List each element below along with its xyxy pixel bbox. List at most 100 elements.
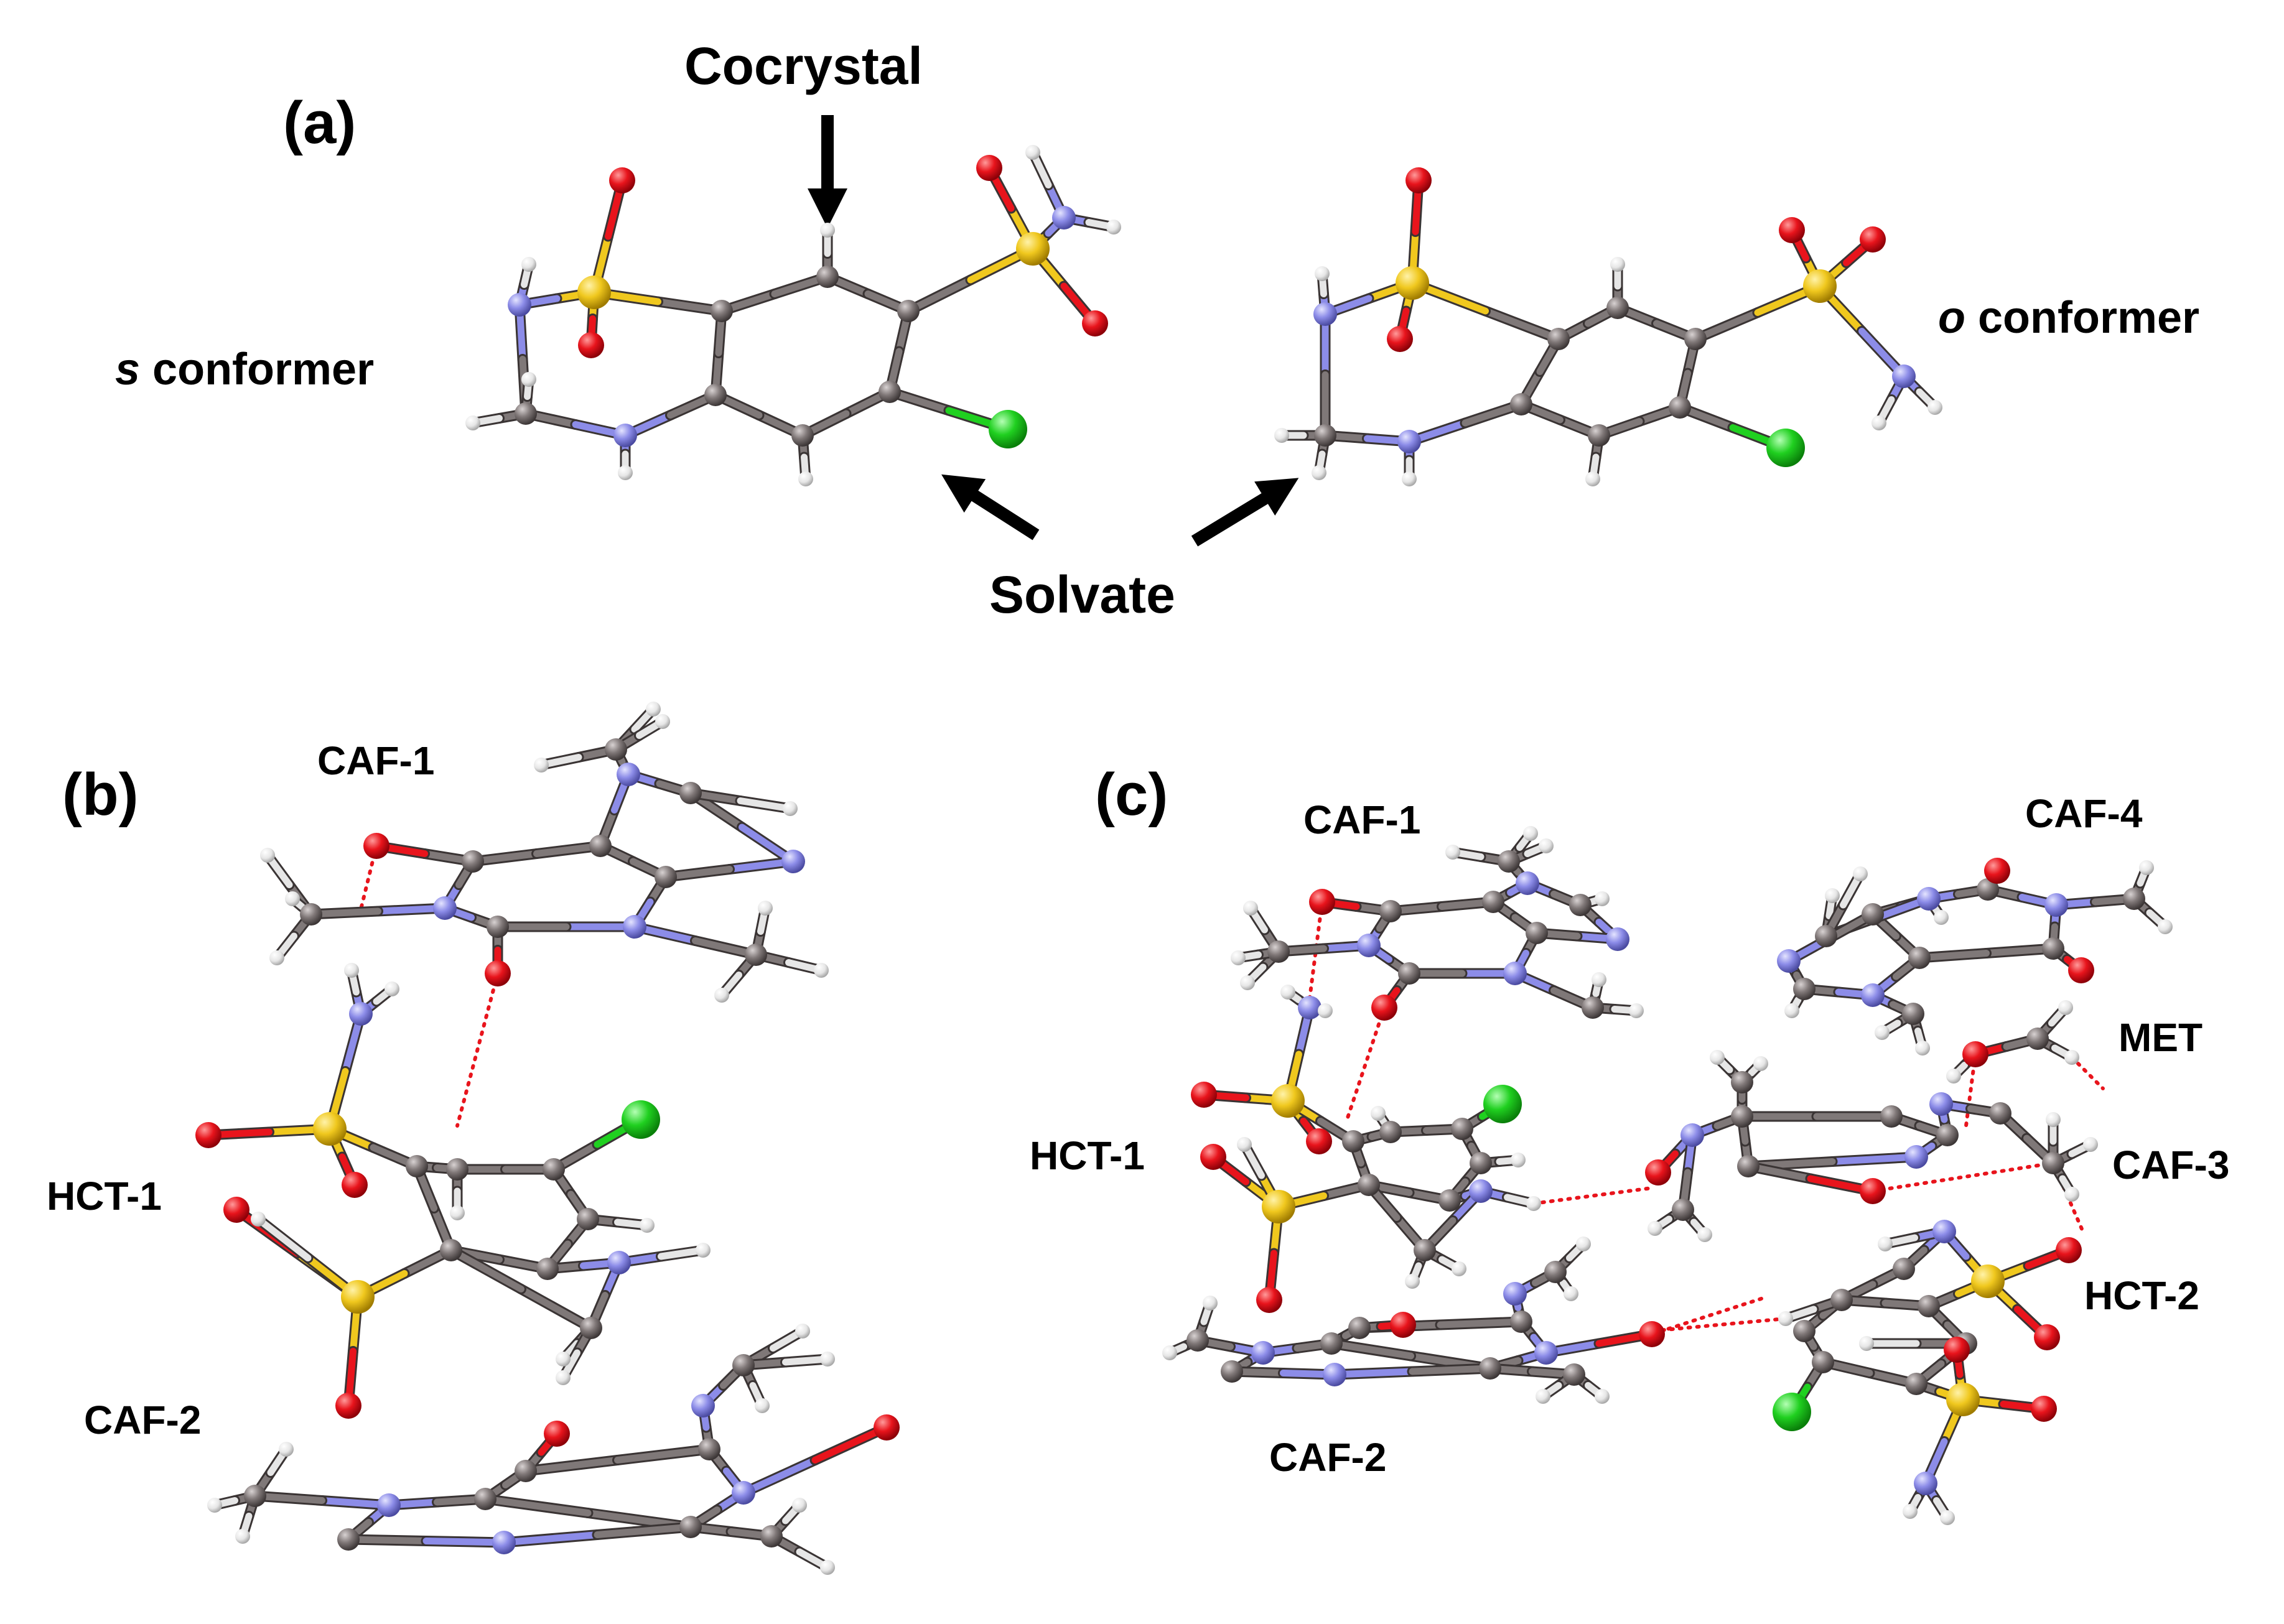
hydrogen-atom (1648, 1221, 1662, 1236)
nitrogen-atom (613, 424, 637, 447)
hydrogen-atom (1595, 891, 1610, 906)
oxygen-atom (335, 1393, 361, 1419)
hydrogen-atom (1280, 985, 1295, 1000)
hydrogen-atom (1445, 845, 1460, 860)
carbon-atom (1812, 1351, 1834, 1373)
hydrogen-atom (1564, 1286, 1578, 1301)
panel-label-b: (b) (62, 761, 139, 828)
bond (522, 1457, 621, 1475)
bond (1482, 307, 1562, 343)
nitrogen-atom (1251, 1341, 1275, 1365)
solvate-arrow-left (941, 474, 1040, 541)
oxygen-atom (1191, 1082, 1217, 1108)
nitrogen-atom (1052, 206, 1076, 230)
hydrogen-atom (1203, 1296, 1218, 1311)
hydrogen-atom (1452, 1261, 1466, 1276)
hydrogen-atom (1025, 145, 1040, 160)
nitrogen-atom (1503, 1282, 1527, 1306)
chlorine-atom (1766, 429, 1805, 467)
bond (1692, 309, 1761, 343)
hydrogen-atom (2083, 1137, 2098, 1152)
hydrogen-atom (2064, 1187, 2079, 1202)
hydrogen-atom (2139, 860, 2154, 875)
carbon-atom (698, 1438, 720, 1460)
hydrogen-atom (1274, 428, 1289, 443)
hydrogen-atom (556, 1370, 571, 1385)
hydrogen-atom (1610, 257, 1625, 272)
c-met-molecule (1946, 1000, 2105, 1128)
hydrogen-atom (285, 891, 300, 906)
carbon-atom (462, 850, 484, 873)
c-label-caf3: CAF-3 (2112, 1143, 2229, 1187)
carbon-atom (879, 381, 901, 403)
carbon-atom (446, 1158, 468, 1181)
carbon-atom (704, 384, 727, 406)
carbon-atom (577, 1208, 599, 1230)
hydrogen-atom (814, 963, 829, 978)
carbon-atom (1977, 878, 1999, 901)
nitrogen-atom (1397, 430, 1421, 453)
panel-label-a: (a) (283, 90, 356, 156)
hydrogen-atom (1312, 465, 1326, 480)
o-conformer-molecule (1274, 167, 1942, 486)
oxygen-atom (1645, 1159, 1671, 1186)
carbon-atom (1830, 1289, 1853, 1311)
nitrogen-atom (1680, 1123, 1704, 1147)
hydrogen-atom (1106, 220, 1121, 234)
hydrogen-atom (1240, 975, 1255, 990)
hydrogen-atom (1592, 972, 1606, 987)
bond (1409, 1365, 1494, 1375)
oxygen-atom (1984, 858, 2010, 884)
carbon-atom (589, 835, 612, 857)
bond (737, 797, 794, 812)
oxygen-atom (874, 1414, 900, 1441)
sulfur-atom (1016, 232, 1050, 266)
oxygen-atom (1387, 326, 1413, 352)
sulfur-atom (1971, 1264, 2005, 1298)
c-hct2-molecule (1650, 1220, 2082, 1525)
hydrogen-atom (798, 471, 813, 486)
hydrogen-atom (521, 372, 536, 387)
hydrogen-bond (1650, 1295, 1769, 1336)
nitrogen-atom (1904, 1145, 1928, 1169)
hydrogen-atom (792, 1498, 807, 1513)
c-label-caf4: CAF-4 (2025, 791, 2143, 836)
hydrogen-bond (1532, 1186, 1654, 1205)
nitrogen-atom (691, 1394, 715, 1418)
nitrogen-atom (1469, 1179, 1493, 1203)
cocrystal-label: Cocrystal (684, 37, 923, 95)
nitrogen-atom (377, 1493, 401, 1517)
carbon-atom (1902, 1003, 1924, 1025)
bond (594, 1523, 694, 1538)
c-label-caf1: CAF-1 (1303, 797, 1420, 842)
hydrogen-atom (714, 988, 729, 1003)
hydrogen-atom (646, 702, 661, 717)
oxygen-atom (1639, 1321, 1665, 1347)
hydrogen-atom (279, 1442, 294, 1457)
carbon-atom (2042, 937, 2064, 960)
carbon-atom (1342, 1130, 1364, 1153)
hydrogen-atom (618, 465, 633, 480)
hydrogen-atom (1595, 1389, 1610, 1404)
carbon-atom (1498, 850, 1520, 873)
sulfur-atom (1803, 269, 1837, 303)
bond (345, 1536, 430, 1544)
hydrogen-atom (1162, 1345, 1177, 1360)
nitrogen-atom (1929, 1092, 1953, 1116)
panel-labels: (a) (b) (c) (62, 90, 1168, 828)
hydrogen-atom (465, 415, 480, 430)
hydrogen-atom (1237, 1137, 1252, 1152)
oxygen-atom (1779, 217, 1805, 243)
c-label-caf2: CAF-2 (1269, 1435, 1386, 1480)
carbon-atom (1669, 396, 1691, 419)
nitrogen-atom (349, 1002, 373, 1026)
hydrogen-atom (2064, 1050, 2079, 1065)
hydrogen-atom (260, 848, 275, 863)
hydrogen-atom (1511, 1153, 1526, 1167)
hydrogen-atom (450, 1205, 465, 1220)
oxygen-atom (1860, 226, 1886, 253)
carbon-atom (1731, 1071, 1753, 1093)
bond (254, 1215, 312, 1261)
hydrogen-atom (820, 223, 835, 238)
hydrogen-atom (1753, 1056, 1768, 1071)
